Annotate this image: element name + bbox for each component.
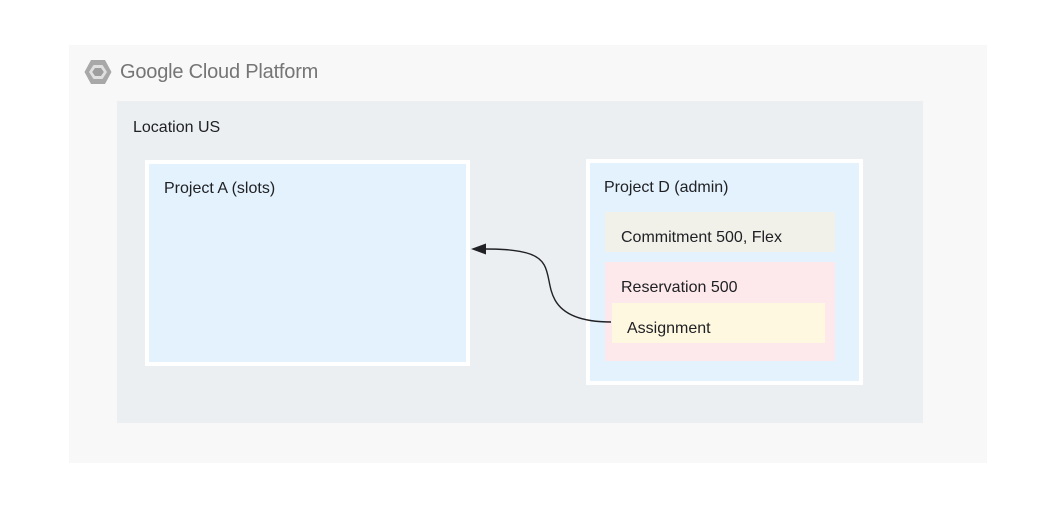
project-d-label: Project D (admin) <box>604 179 729 196</box>
assignment-label: Assignment <box>627 320 711 337</box>
gcp-hexagon-icon <box>84 59 112 85</box>
gcp-logo: Google Cloud Platform <box>84 58 318 86</box>
assignment-box <box>612 303 825 343</box>
project-a-box <box>145 160 470 366</box>
commitment-box <box>605 212 835 252</box>
gcp-brand-text: Google Cloud Platform <box>120 60 319 83</box>
reservation-label: Reservation 500 <box>621 279 738 296</box>
project-a-label: Project A (slots) <box>164 180 276 197</box>
commitment-label: Commitment 500, Flex <box>621 229 782 246</box>
location-label: Location US <box>133 119 221 136</box>
